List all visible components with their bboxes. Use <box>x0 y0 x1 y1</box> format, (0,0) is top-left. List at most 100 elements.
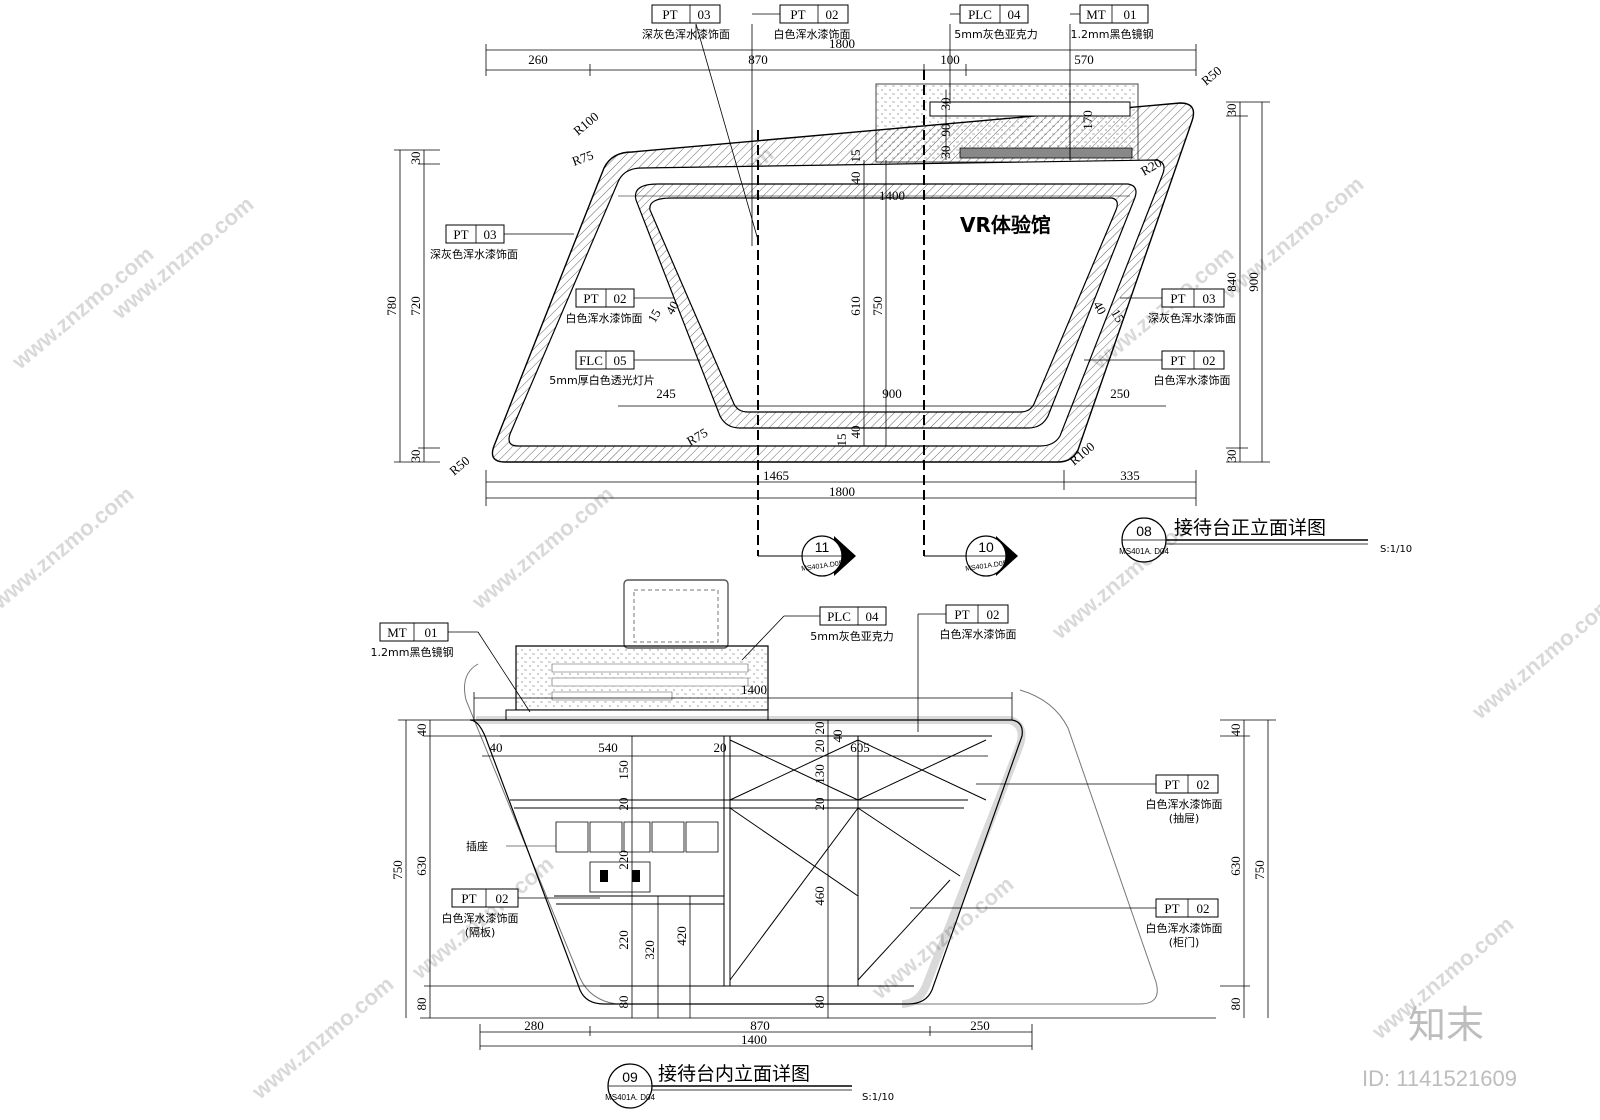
front-elevation: VR体验馆 11 MS401A.D05 10 MS401A.D05 <box>384 5 1412 576</box>
tag-number: 02 <box>614 291 627 306</box>
dim-label: 335 <box>1120 468 1140 483</box>
inner-elevation: 插座 1400 40 540 20 605 280 870 250 1400 <box>371 580 1276 1108</box>
light-panel <box>650 198 1117 412</box>
tag-description: 1.2mm黑色镜钢 <box>1071 27 1154 41</box>
dim-label: 870 <box>750 1018 770 1033</box>
section-marker-11[interactable]: 11 MS401A.D05 <box>801 536 856 576</box>
dim-label: 870 <box>748 52 768 67</box>
title-sheet: MS401A. D04 <box>1119 547 1169 556</box>
dim-label: 420 <box>674 926 689 946</box>
tag-code: PT <box>790 7 805 22</box>
dim-label: 40 <box>490 740 503 755</box>
tag-code: MT <box>1086 7 1106 22</box>
material-tag: PT 02 白色浑水漆饰面 <box>752 5 851 246</box>
watermark-text: www.znzmo.com <box>1216 171 1368 304</box>
tag-description: 白色浑水漆饰面 <box>442 911 519 925</box>
tag-note: (抽屉) <box>1169 811 1200 825</box>
dim-label: 40 <box>414 724 429 737</box>
dim-label: 540 <box>598 740 618 755</box>
tag-code: PLC <box>827 609 851 624</box>
keyboard <box>552 664 748 672</box>
dim-top-width: 1400 <box>741 682 767 697</box>
dim-label: 750 <box>1252 860 1267 880</box>
tag-code: FLC <box>579 353 603 368</box>
section-number: 10 <box>978 539 994 555</box>
socket-panel <box>556 822 718 892</box>
interior-dimensions <box>632 720 828 1018</box>
tag-number: 02 <box>826 7 839 22</box>
tag-number: 02 <box>1197 901 1210 916</box>
section-marker-10[interactable]: 10 MS401A.D05 <box>965 536 1018 576</box>
dim-label: 460 <box>812 886 827 906</box>
tag-code: PLC <box>968 7 992 22</box>
dim-label: 130 <box>812 764 827 784</box>
dim-label: 20 <box>812 740 827 753</box>
tag-description: 白色浑水漆饰面 <box>1146 921 1223 935</box>
dim-inner-width: 1400 <box>879 188 905 203</box>
dim-label: 220 <box>616 930 631 950</box>
watermark-text: www.znzmo.com <box>1466 591 1600 724</box>
dim-label: 15 <box>1108 306 1127 325</box>
tag-description: 深灰色浑水漆饰面 <box>642 27 730 41</box>
dim-label: 840 <box>1224 272 1239 292</box>
tag-code: PT <box>954 607 969 622</box>
drawing-title-08: 08 MS401A. D04 接待台正立面详图 S:1/10 <box>1119 517 1412 562</box>
tag-code: PT <box>1170 291 1185 306</box>
monitor-screen <box>634 590 718 642</box>
tag-description: 深灰色浑水漆饰面 <box>430 247 518 261</box>
tag-code: PT <box>461 891 476 906</box>
dim-label: 20 <box>714 740 727 755</box>
dim-label: 40 <box>830 730 845 743</box>
right-dimensions <box>1220 720 1276 1018</box>
dim-label: 605 <box>850 740 870 755</box>
brand-logo: 知末 <box>1408 1003 1484 1047</box>
title-number: 08 <box>1136 523 1152 539</box>
dim-label: 20 <box>616 798 631 811</box>
dim-label: 900 <box>882 386 902 401</box>
radius-label: R50 <box>1198 63 1224 88</box>
material-tag: PT 02 白色浑水漆饰面 (抽屉) <box>976 775 1223 825</box>
dim-label: 40 <box>662 298 681 317</box>
keyboard <box>552 678 748 686</box>
tag-code: PT <box>583 291 598 306</box>
socket-label: 插座 <box>466 839 488 853</box>
section-number: 11 <box>815 539 830 555</box>
dim-label: 40 <box>848 426 863 439</box>
dim-label: 20 <box>812 722 827 735</box>
radius-label: R75 <box>570 147 595 169</box>
cabinet-frame <box>500 736 992 986</box>
steel-rail <box>930 102 1130 116</box>
tag-code: PT <box>1170 353 1185 368</box>
tag-number: 02 <box>987 607 1000 622</box>
bottom-dimensions <box>420 1018 1216 1050</box>
dim-label: 20 <box>812 798 827 811</box>
dim-label: 30 <box>1224 450 1239 463</box>
tag-description: 白色浑水漆饰面 <box>940 627 1017 641</box>
tag-description: 白色浑水漆饰面 <box>1154 373 1231 387</box>
dim-label: 150 <box>616 760 631 780</box>
tag-number: 04 <box>866 609 880 624</box>
material-tag: PLC 04 5mm灰色亚克力 <box>950 5 1038 104</box>
tag-description: 5mm厚白色透光灯片 <box>549 373 654 387</box>
radius-label: R50 <box>446 453 472 478</box>
tag-code: PT <box>453 227 468 242</box>
material-tag: MT 01 1.2mm黑色镜钢 <box>371 623 530 712</box>
material-tag: FLC 05 5mm厚白色透光灯片 <box>549 351 700 387</box>
tag-description: 1.2mm黑色镜钢 <box>371 645 454 659</box>
dim-label: 570 <box>1074 52 1094 67</box>
dim-label: 780 <box>384 296 399 316</box>
dim-label: 250 <box>970 1018 990 1033</box>
dim-label: 900 <box>1246 272 1261 292</box>
tag-number: 02 <box>496 891 509 906</box>
drawing-title-09: 09 MS401A. D04 接待台内立面详图 S:1/10 <box>605 1063 894 1108</box>
watermark-text: www.znzmo.com <box>466 481 618 614</box>
tag-description: 白色浑水漆饰面 <box>774 27 851 41</box>
counter-back-outline <box>465 664 1158 1004</box>
dim-label: 750 <box>390 860 405 880</box>
tag-description: 5mm灰色亚克力 <box>810 629 893 643</box>
dim-label: 280 <box>524 1018 544 1033</box>
dim-label: 30 <box>938 146 953 159</box>
brand-id: ID: 1141521609 <box>1362 1066 1517 1091</box>
tag-number: 03 <box>698 7 711 22</box>
